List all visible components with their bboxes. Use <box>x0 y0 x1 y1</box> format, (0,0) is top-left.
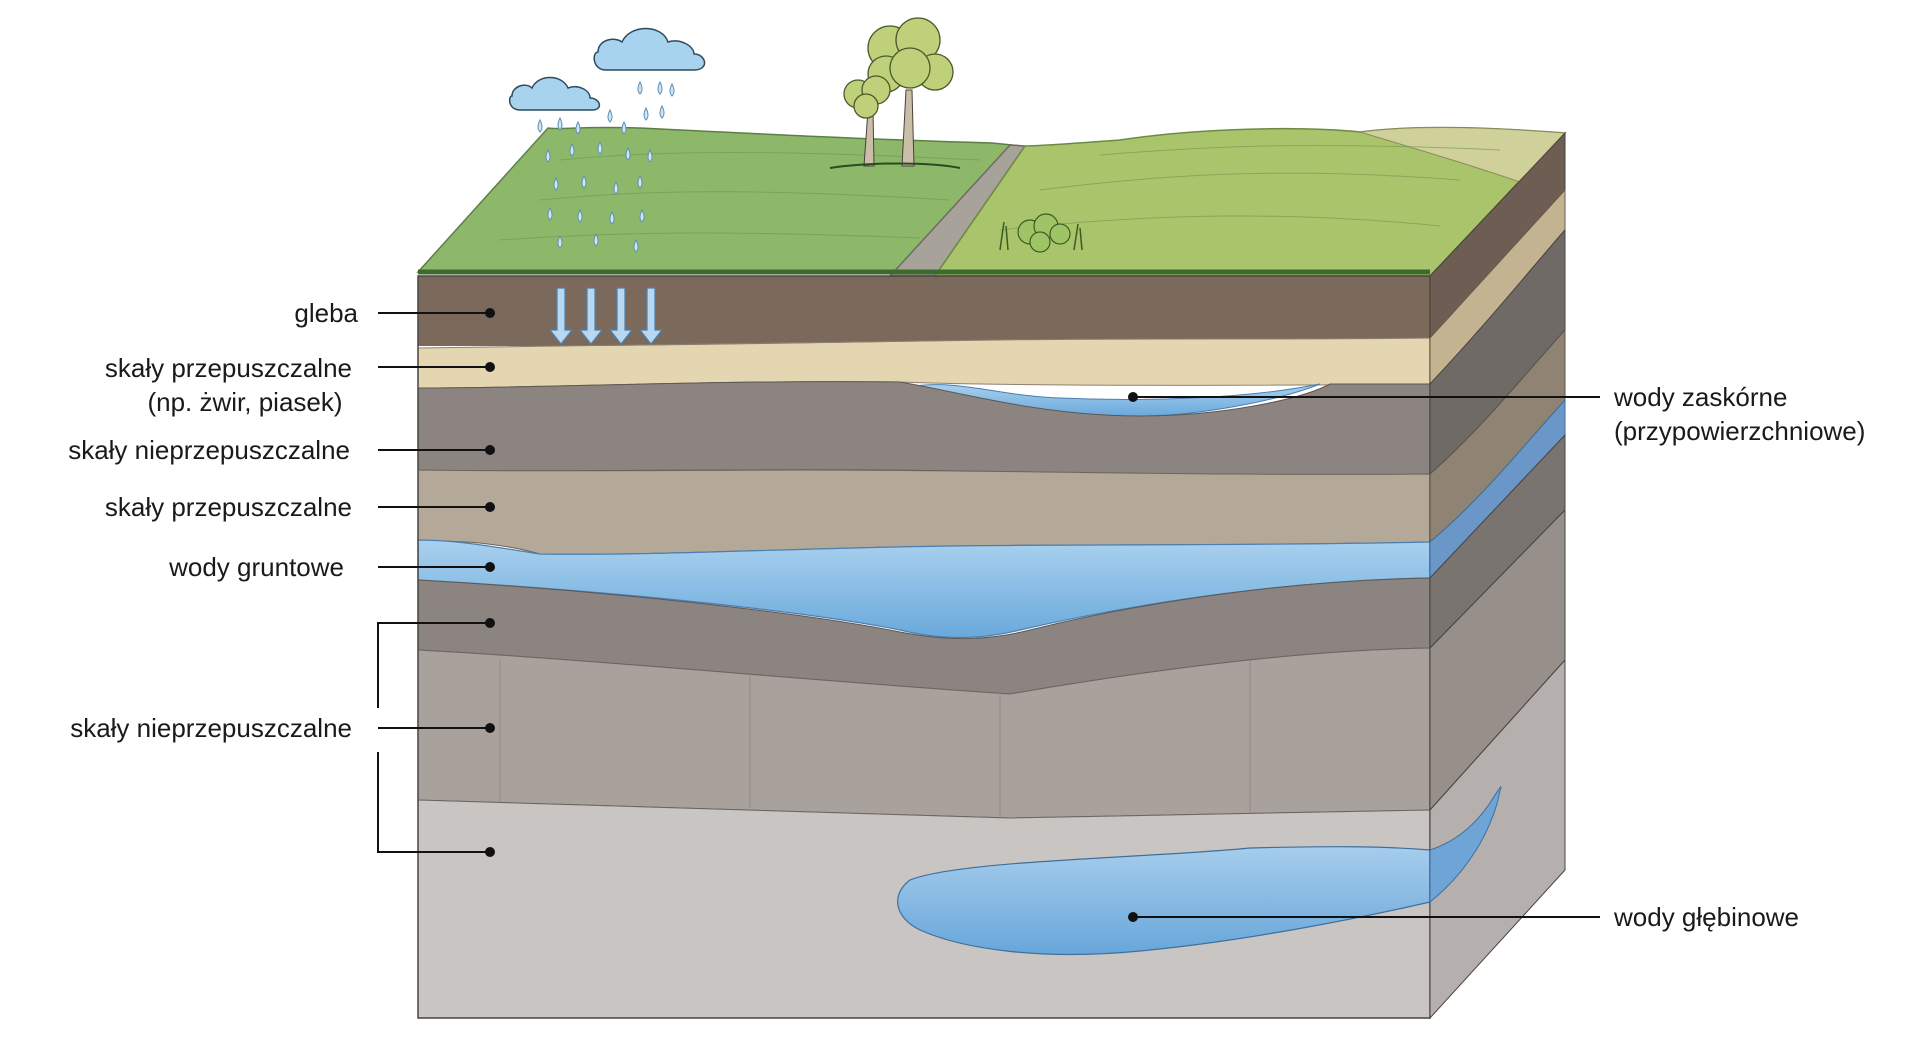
side-face <box>1429 131 1566 1020</box>
raindrops <box>537 80 675 253</box>
label-permeable-rocks: skały przepuszczalne <box>104 353 352 383</box>
deep-water <box>897 846 1431 956</box>
label-impermeable-rocks-2: skały nieprzepuszczalne <box>70 713 352 743</box>
leader-dots <box>485 308 1138 922</box>
leader-lines <box>377 312 1600 918</box>
layer-permeable-2 <box>417 469 1431 555</box>
layer-soil <box>418 276 1430 346</box>
ground-surface <box>416 126 1567 277</box>
label-gleba: gleba <box>294 298 358 328</box>
bush-icon <box>999 213 1083 253</box>
label-shallow-water-subtitle: (przypowierzchniowe) <box>1614 416 1866 446</box>
layer-rock-gray <box>417 647 1431 819</box>
label-permeable-examples: (np. żwir, piasek) <box>147 387 343 417</box>
tree-icon <box>829 17 961 169</box>
label-permeable-rocks-2: skały przepuszczalne <box>104 492 352 522</box>
label-deep-water: wody głębinowe <box>1614 902 1800 932</box>
label-impermeable-rocks-1: skały nieprzepuszczalne <box>68 435 350 465</box>
label-groundwater: wody gruntowe <box>169 552 344 582</box>
cloud-icon <box>508 27 706 111</box>
infiltration-arrows <box>548 287 664 345</box>
layer-sand <box>417 337 1431 389</box>
label-shallow-water: wody zaskórne <box>1614 382 1788 412</box>
front-face <box>417 275 1431 1019</box>
